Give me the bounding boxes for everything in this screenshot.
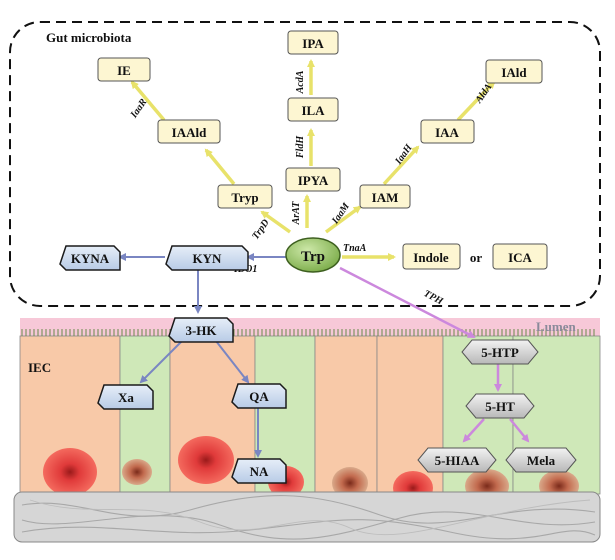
arrow-5ht-5hiaa — [462, 418, 485, 443]
node-5ht: 5-HT — [485, 399, 515, 414]
arrow-iam-iaa — [382, 145, 420, 186]
gut-microbiota-boundary — [9, 21, 601, 307]
arrow-trp-iam — [324, 205, 362, 234]
node-ie: IE — [117, 63, 131, 78]
gut-microbiota-label: Gut microbiota — [46, 30, 132, 45]
node-5htp-box — [461, 339, 539, 365]
fiber — [21, 495, 596, 524]
microbial-arrows — [130, 59, 496, 261]
node-iaa: IAA — [435, 125, 459, 140]
arrow-tryp-iaald — [204, 148, 236, 186]
iec-label: IEC — [28, 360, 51, 375]
node-na-box — [231, 458, 287, 484]
fiber — [21, 511, 596, 540]
node-indole-box — [402, 243, 461, 270]
kynurenine-arrows — [118, 253, 287, 458]
node-ila-box — [287, 97, 339, 122]
node-na: NA — [250, 464, 269, 479]
cell-nucleus — [178, 436, 234, 484]
node-3hk: 3-HK — [185, 323, 217, 338]
node-mela: Mela — [527, 453, 556, 468]
arrow-iaa-iald — [456, 80, 496, 122]
node-ipya-box — [285, 167, 341, 192]
fiber — [29, 499, 591, 536]
node-5htp: 5-HTP — [481, 345, 519, 360]
node-qa-box — [231, 383, 287, 409]
node-ica-box — [492, 243, 548, 270]
node-kyn: KYN — [193, 251, 223, 266]
node-3hk-box — [168, 317, 234, 343]
cell-nucleus — [43, 448, 97, 496]
arrow-iaald-ie — [130, 80, 166, 122]
node-xa: Xa — [118, 390, 134, 405]
node-5ht-box — [465, 393, 535, 419]
node-iam-box — [359, 184, 411, 209]
arrow-3hk-xa — [139, 340, 183, 384]
enzyme-tnaa: TnaA — [343, 243, 367, 254]
node-trp-ellipse — [285, 237, 341, 273]
node-5hiaa: 5-HIAA — [435, 453, 480, 468]
enzyme-acda: AcdA — [295, 70, 306, 94]
node-ica: ICA — [508, 250, 532, 265]
node-iaald-box — [157, 119, 221, 144]
node-5hiaa-box — [417, 447, 497, 473]
cell-nucleus — [332, 467, 368, 499]
node-tryp-box — [217, 184, 273, 209]
node-iald: IAld — [501, 65, 527, 80]
enzyme-trpd: TrpD — [250, 217, 272, 241]
kynurenine-metabolites: KYN KYNA 3-HK Xa QA NA — [59, 245, 287, 484]
enzyme-fldh: FldH — [295, 135, 306, 159]
node-iam: IAM — [372, 190, 399, 205]
lumen-label: Lumen — [536, 319, 577, 334]
basement-membrane — [13, 491, 601, 543]
node-ipa-box — [287, 30, 339, 55]
node-qa: QA — [249, 389, 269, 404]
node-iaa-box — [420, 119, 475, 144]
node-kyn-box — [165, 245, 249, 271]
arrow-3hk-qa — [215, 340, 250, 384]
arrow-5ht-mela — [509, 418, 530, 443]
arrow-trp-5htp — [339, 266, 476, 339]
node-iald-box — [485, 59, 543, 84]
node-xa-box — [97, 384, 154, 410]
node-tryp: Tryp — [231, 190, 258, 205]
node-iaald: IAAld — [172, 125, 207, 140]
node-kyna-box — [59, 245, 121, 271]
node-ipa: IPA — [302, 36, 324, 51]
node-mela-box — [505, 447, 577, 473]
fiber — [21, 519, 596, 540]
arrow-trp-tryp — [260, 210, 292, 234]
serotonin-arrows — [339, 266, 530, 443]
serotonin-metabolites: 5-HTP 5-HT 5-HIAA Mela — [417, 339, 577, 473]
node-ila: ILA — [301, 103, 325, 118]
node-indole: Indole — [413, 250, 449, 265]
lumen-band — [20, 318, 600, 336]
enzyme-tph: TPH — [422, 288, 446, 308]
or-label: or — [470, 250, 483, 265]
microbial-metabolites: IPA ILA IPYA IE IAAld Tryp IAld IAA IAM … — [97, 30, 548, 270]
cell-nucleus — [122, 459, 152, 485]
node-trp: Trp — [301, 249, 325, 265]
node-kyna: KYNA — [71, 251, 110, 266]
enzyme-arat: ArAT — [291, 201, 302, 226]
node-ie-box — [97, 57, 151, 82]
node-ipya: IPYA — [298, 173, 329, 188]
